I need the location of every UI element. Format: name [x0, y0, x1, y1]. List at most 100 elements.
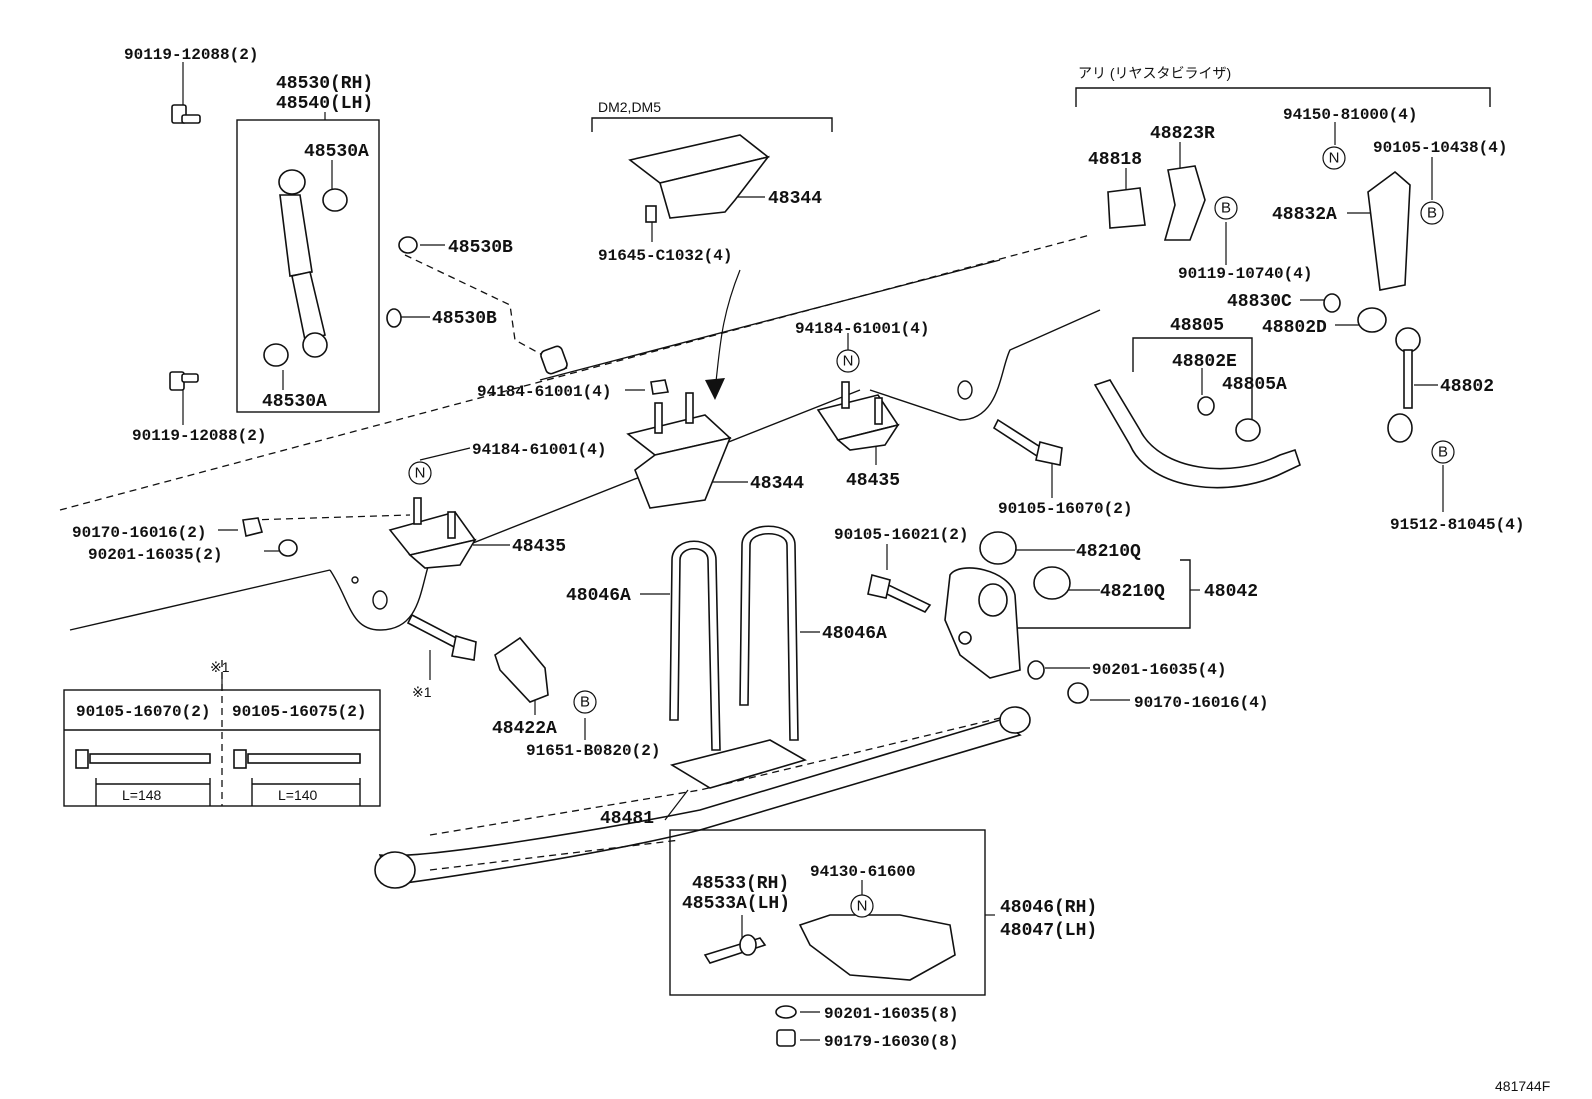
- label-spring-lh: 48047(LH): [1000, 921, 1097, 941]
- label-stab-bracket: 48823R: [1150, 124, 1215, 144]
- bolt-lower-left: [406, 613, 477, 661]
- table-bolt-2: [233, 749, 361, 806]
- nut-90179-bottom: [776, 1029, 796, 1047]
- shackle-48042: [944, 567, 1021, 679]
- label-bushing-48802d: 48802D: [1262, 318, 1327, 338]
- label-bolt-right-mid: 90105-16070(2): [998, 500, 1132, 518]
- badge-n-center-right: N: [836, 349, 860, 373]
- label-dm-header: DM2,DM5: [598, 99, 661, 115]
- label-washer-left: 90201-16035(2): [88, 546, 222, 564]
- svg-text:B: B: [1427, 205, 1437, 222]
- u-bolt-left: [669, 540, 721, 751]
- shock-absorber-box: [236, 119, 380, 413]
- label-bolt-left-lower: 90119-12088(2): [132, 427, 266, 445]
- label-bolt-bumper-top: 91645-C1032(4): [598, 247, 732, 265]
- label-link-bracket: 48832A: [1272, 205, 1337, 225]
- label-washer-shackle: 90201-16035(4): [1092, 661, 1226, 679]
- stab-link-48802: [1387, 327, 1421, 443]
- label-pin-rh: 48533(RH): [692, 874, 789, 894]
- label-shock-rh: 48530(RH): [276, 74, 373, 94]
- label-stab-bar: 48805: [1170, 316, 1224, 336]
- label-bolt-spacer: 91651-B0820(2): [526, 742, 660, 760]
- washer-48530b-1: [398, 236, 418, 254]
- svg-text:B: B: [1438, 444, 1448, 461]
- bumper-48344-center: [626, 392, 732, 509]
- label-bushing-48210q-2: 48210Q: [1100, 582, 1165, 602]
- label-stab-bushing: 48818: [1088, 150, 1142, 170]
- svg-text:N: N: [1329, 150, 1340, 167]
- u-bolt-right: [739, 525, 799, 741]
- label-table-col2: 90105-16075(2): [232, 703, 366, 721]
- washer-90201-bottom: [775, 1005, 797, 1019]
- nut-90170-left: [242, 517, 263, 537]
- label-bushing-48802e: 48802E: [1172, 352, 1237, 372]
- leader-lines: [182, 62, 1491, 1041]
- stab-bar-48805: [1093, 379, 1301, 489]
- spring-pin-box: [669, 829, 986, 996]
- pin-48533: [703, 934, 767, 964]
- label-bolt-stab-link: 91512-81045(4): [1390, 516, 1524, 534]
- label-bar-48805a: 48805A: [1222, 375, 1287, 395]
- badge-b-stab-1: B: [1420, 201, 1444, 225]
- label-nut-stab-top: 94150-81000(4): [1283, 106, 1417, 124]
- label-spring-rh: 48046(RH): [1000, 898, 1097, 918]
- mount-48435-left: [388, 497, 477, 569]
- label-washer-48530b-2: 48530B: [432, 309, 497, 329]
- bar-end-48805a: [1235, 418, 1261, 442]
- label-bushing-48210q-1: 48210Q: [1076, 542, 1141, 562]
- label-nut-pin: 94130-61600: [810, 863, 916, 881]
- label-spacer: 48422A: [492, 719, 557, 739]
- bushing-48802d: [1357, 307, 1387, 333]
- diagram-id: 481744F: [1495, 1078, 1550, 1094]
- svg-text:B: B: [1221, 200, 1231, 217]
- label-mount-left: 48435: [512, 537, 566, 557]
- spring-eye-rear: [999, 706, 1031, 734]
- spring-eye-front: [374, 851, 416, 889]
- svg-text:B: B: [580, 694, 590, 711]
- label-shock-bushing-lower: 48530A: [262, 392, 327, 412]
- shock-absorber: [263, 169, 348, 367]
- frame-pin: [540, 345, 568, 375]
- badge-n-top-right: N: [1322, 146, 1346, 170]
- leaf-spring: [374, 706, 1031, 889]
- label-nut-left: 90170-16016(2): [72, 524, 206, 542]
- label-shock-lh: 48540(LH): [276, 94, 373, 114]
- bolt-90119-top: [171, 104, 201, 124]
- stab-bracket-48823r: [1163, 165, 1206, 241]
- label-nut-shackle: 90170-16016(4): [1134, 694, 1268, 712]
- badge-n-center-left: N: [408, 461, 432, 485]
- label-nut-right-top: 94184-61001(4): [795, 320, 929, 338]
- badge-n-bottom: N: [850, 894, 874, 918]
- labels: 90119-12088(2) 48530(RH) 48540(LH) 48530…: [72, 46, 1550, 1094]
- label-note-mark: ※1: [210, 659, 230, 675]
- washer-90201-left: [278, 539, 298, 557]
- link-bracket-48832a: [1367, 170, 1411, 291]
- bolt-shackle: [867, 574, 932, 614]
- stab-bushing-48818: [1107, 187, 1146, 229]
- label-pin-lh: 48533A(LH): [682, 894, 790, 914]
- label-nut-bottom: 90179-16030(8): [824, 1033, 958, 1051]
- bolt-90105-16070-right: [992, 418, 1063, 466]
- nut-94184-top: [650, 379, 669, 395]
- label-bushing-48830c: 48830C: [1227, 292, 1292, 312]
- label-bumper-center: 48344: [750, 474, 804, 494]
- label-ubolt-left: 48046A: [566, 586, 631, 606]
- label-note-callout: ※1: [412, 684, 432, 700]
- label-bolt-top-left: 90119-12088(2): [124, 46, 258, 64]
- mount-48435-right: [816, 381, 900, 451]
- label-shackle: 48042: [1204, 582, 1258, 602]
- label-nut-center-top: 94184-61001(4): [477, 383, 611, 401]
- label-mount-right: 48435: [846, 471, 900, 491]
- spring-seat-48481: [669, 739, 808, 789]
- washer-90201-shackle: [1027, 660, 1045, 680]
- parts: [169, 104, 1421, 1047]
- note-table: [63, 660, 381, 807]
- label-ubolt-right: 48046A: [822, 624, 887, 644]
- label-table-len2: L=140: [278, 787, 318, 803]
- spacer-48422a: [494, 636, 549, 703]
- bushing-48830c: [1323, 293, 1341, 313]
- frame-outline: [59, 234, 1101, 631]
- label-washer-bottom: 90201-16035(8): [824, 1005, 958, 1023]
